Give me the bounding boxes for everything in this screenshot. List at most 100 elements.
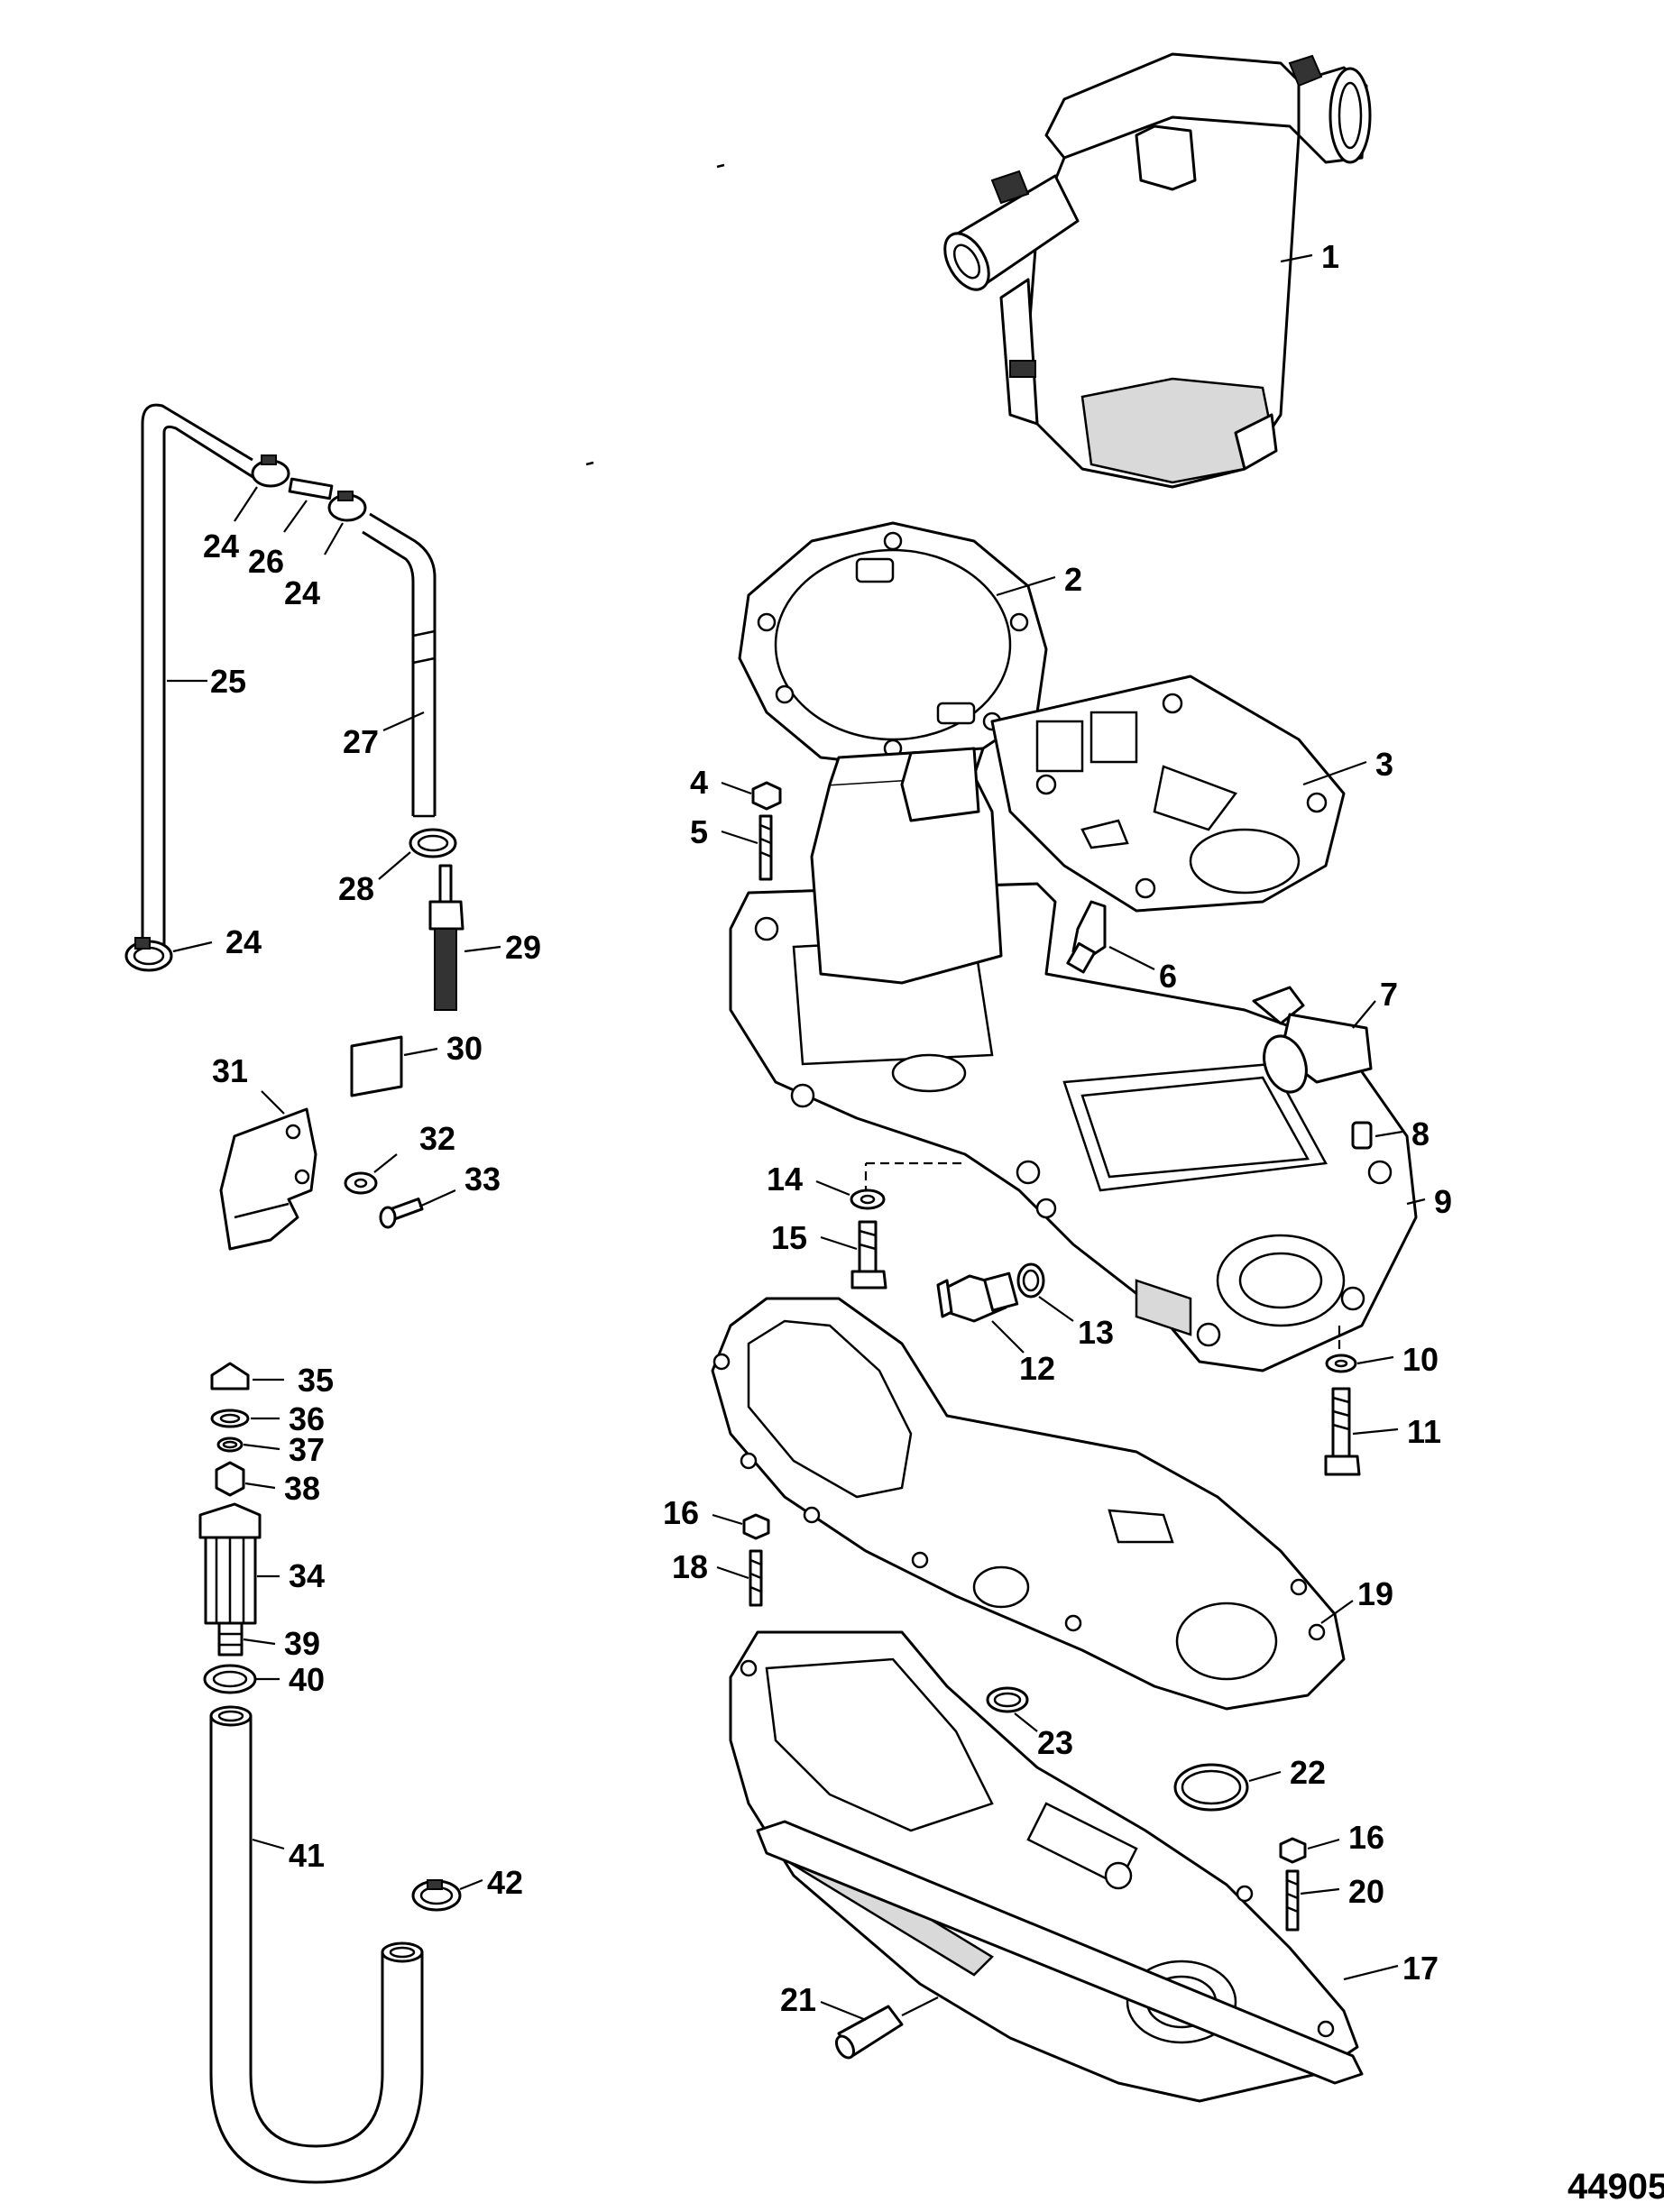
part-12-sensor (936, 1271, 1019, 1323)
part-8-plug (1351, 1121, 1373, 1150)
callout-26: 26 (248, 543, 284, 580)
leader-22 (1248, 1770, 1282, 1783)
part-1-silencer (943, 52, 1372, 489)
part-24-clamp-upper-right (327, 491, 367, 522)
part-13-o-ring (1016, 1262, 1045, 1299)
part-18-stud (749, 1549, 763, 1607)
leader-6 (1108, 946, 1155, 970)
leader-2 (996, 575, 1056, 597)
part-16-nut-lower (1279, 1837, 1307, 1864)
leader-28 (378, 851, 411, 880)
part-34-filter (198, 1502, 262, 1625)
part-11-bolt (1324, 1387, 1361, 1476)
part-3-plate-gasket (990, 675, 1346, 913)
part-27-hose (362, 512, 437, 818)
part-17-exhaust-plate (729, 1630, 1364, 2103)
leader-1 (1280, 253, 1313, 263)
leader-16a (712, 1513, 743, 1526)
leader-17 (1343, 1964, 1399, 1981)
leader-11 (1352, 1427, 1399, 1436)
callout-39: 39 (284, 1625, 320, 1662)
callout-20: 20 (1348, 1873, 1384, 1910)
part-19-gasket (711, 1297, 1346, 1711)
leader-14 (815, 1179, 850, 1197)
callout-38: 38 (284, 1470, 320, 1507)
callout-24a: 24 (203, 528, 239, 564)
part-31-bracket (219, 1107, 317, 1251)
part-15-bolt (850, 1220, 887, 1290)
leader-33 (418, 1189, 456, 1208)
callout-11: 11 (1407, 1413, 1441, 1450)
callout-10: 10 (1402, 1341, 1439, 1378)
leader-12 (991, 1320, 1025, 1354)
part-36-washer (210, 1409, 250, 1428)
leader-29 (464, 945, 501, 953)
leader-37 (243, 1443, 280, 1451)
leader-26 (283, 500, 308, 533)
callout-1: 1 (1321, 238, 1339, 275)
part-41-hose (209, 1705, 424, 2184)
leader-16b (1307, 1838, 1340, 1850)
leader-31 (261, 1090, 285, 1115)
part-22-seal-ring (1173, 1763, 1249, 1812)
part-40-clamp (203, 1664, 257, 1694)
callout-21: 21 (780, 1981, 816, 2018)
leader-3 (1302, 760, 1367, 786)
callout-17: 17 (1402, 1950, 1439, 1987)
leader-38 (244, 1482, 276, 1490)
leader-9 (1406, 1198, 1426, 1206)
part-26-connector (288, 477, 334, 500)
part-38-nut (215, 1461, 245, 1497)
callout-25: 25 (210, 663, 246, 700)
callout-31: 31 (212, 1052, 248, 1089)
part-35-cap (210, 1362, 250, 1391)
callout-8: 8 (1411, 1115, 1430, 1152)
callout-40: 40 (289, 1661, 325, 1698)
callout-9: 9 (1434, 1183, 1452, 1220)
part-9-adapter-plate (729, 747, 1418, 1372)
callout-23: 23 (1037, 1724, 1073, 1761)
callout-2: 2 (1064, 561, 1082, 598)
leader-19 (1320, 1600, 1354, 1624)
leader-23 (1014, 1712, 1038, 1732)
callout-24b: 24 (284, 574, 320, 611)
callout-28: 28 (338, 870, 374, 907)
part-14-washer (850, 1189, 886, 1210)
callout-15: 15 (771, 1219, 807, 1256)
leader-39 (243, 1638, 276, 1646)
callout-35: 35 (298, 1362, 334, 1399)
leader-10 (1356, 1355, 1394, 1365)
part-28-clamp (409, 828, 457, 858)
callout-18: 18 (672, 1548, 708, 1585)
part-7-fitting (1252, 986, 1373, 1094)
callout-22: 22 (1290, 1754, 1326, 1791)
part-6-elbow-fitting (1066, 900, 1107, 974)
leader-41 (252, 1838, 285, 1850)
callout-6: 6 (1159, 958, 1177, 995)
callout-4: 4 (690, 764, 708, 801)
callout-27: 27 (343, 723, 379, 760)
part-24-clamp-lower (124, 937, 173, 972)
part-23-o-ring (986, 1686, 1029, 1713)
part-37-o-ring (216, 1436, 244, 1453)
part-29-fitting (428, 864, 464, 1011)
leader-24c (172, 941, 213, 953)
leader-7 (1352, 1000, 1376, 1029)
leader-21b (901, 1996, 939, 2016)
part-5-stud (758, 814, 773, 881)
callout-33: 33 (464, 1161, 501, 1198)
callout-34: 34 (289, 1557, 325, 1594)
part-10-washer (1325, 1354, 1357, 1373)
figure-number: 44905 (1567, 2167, 1664, 2207)
leader-21 (820, 2000, 867, 2022)
leader-20 (1300, 1887, 1340, 1895)
part-20-stud (1285, 1869, 1300, 1932)
part-25-hose (141, 403, 255, 949)
part-39-fitting (217, 1621, 244, 1657)
part-4-nut (751, 781, 782, 811)
part-33-screw (379, 1198, 424, 1229)
callout-24c: 24 (225, 923, 262, 960)
leader-8 (1374, 1130, 1403, 1138)
part-32-washer (344, 1171, 378, 1195)
